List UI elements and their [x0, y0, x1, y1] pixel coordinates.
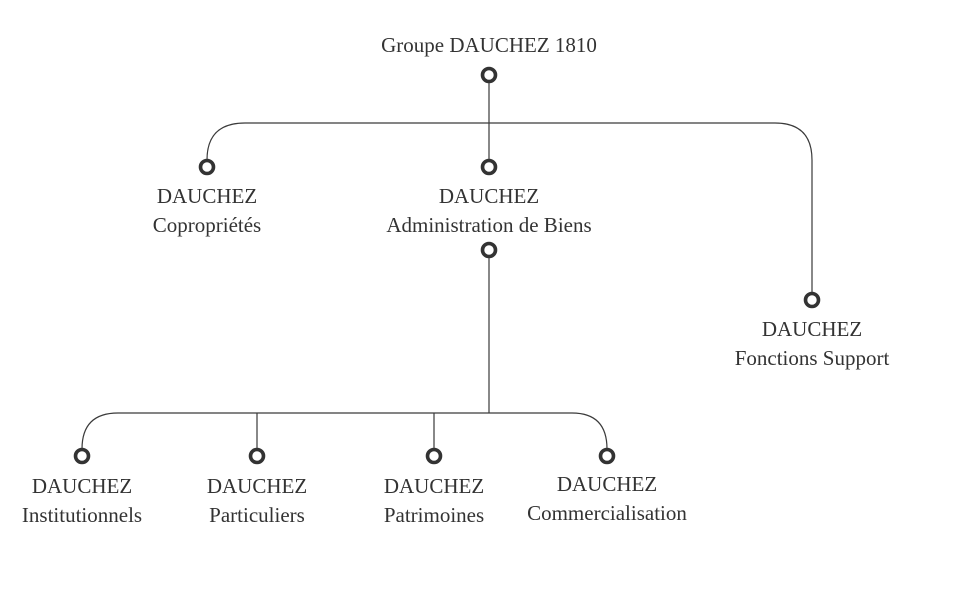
label-institutionnels-line1: DAUCHEZ [32, 474, 132, 498]
node-administration-top[interactable] [480, 158, 498, 176]
label-commercialisation-line1: DAUCHEZ [557, 472, 657, 496]
node-root[interactable] [480, 66, 498, 84]
node-commercialisation[interactable] [598, 447, 616, 465]
connector-level2-bar [81, 412, 608, 450]
label-fonctions-line2: Fonctions Support [735, 346, 890, 370]
label-administration-line2: Administration de Biens [386, 213, 591, 237]
node-particuliers[interactable] [248, 447, 266, 465]
label-administration-line1: DAUCHEZ [439, 184, 539, 208]
label-fonctions-line1: DAUCHEZ [762, 317, 862, 341]
node-administration-bottom[interactable] [480, 241, 498, 259]
label-particuliers-line1: DAUCHEZ [207, 474, 307, 498]
root-label: Groupe DAUCHEZ 1810 [381, 33, 597, 57]
node-institutionnels[interactable] [73, 447, 91, 465]
node-coproprietes[interactable] [198, 158, 216, 176]
label-coproprietes-line2: Copropriétés [153, 213, 261, 237]
label-coproprietes-line1: DAUCHEZ [157, 184, 257, 208]
label-patrimoines-line2: Patrimoines [384, 503, 484, 527]
label-particuliers-line2: Particuliers [209, 503, 305, 527]
label-commercialisation-line2: Commercialisation [527, 501, 687, 525]
label-patrimoines-line1: DAUCHEZ [384, 474, 484, 498]
label-institutionnels-line2: Institutionnels [22, 503, 142, 527]
connector-level1-bar [206, 122, 813, 293]
node-patrimoines[interactable] [425, 447, 443, 465]
node-fonctions-support[interactable] [803, 291, 821, 309]
